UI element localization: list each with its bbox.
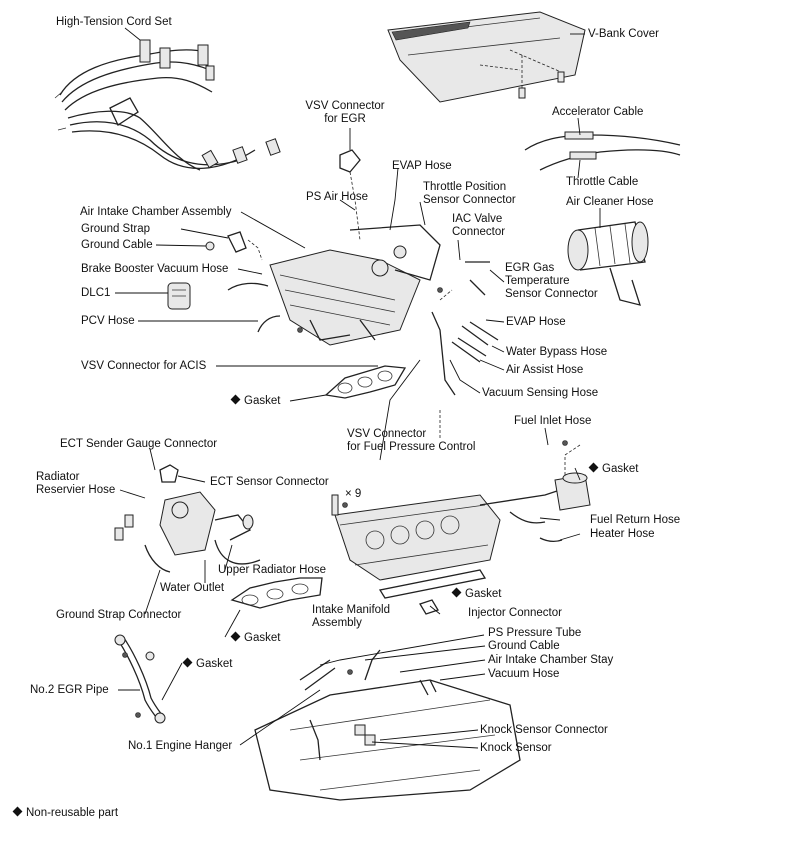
vsv-egr-drawing <box>339 149 361 241</box>
label-accelerator-cable: Accelerator Cable <box>552 106 644 118</box>
label-air-assist-hose: Air Assist Hose <box>506 364 584 376</box>
label-heater-hose: Heater Hose <box>590 528 655 540</box>
label-dlc1: DLC1 <box>81 287 111 299</box>
label-ground-cable-bottom: Ground Cable <box>488 640 560 652</box>
gasket-manifold-drawing <box>230 569 487 609</box>
label-radiator-reservier-hose: Radiator Reservier Hose <box>36 471 116 496</box>
pcv-hose-drawing <box>257 315 281 333</box>
label-knock-sensor: Knock Sensor <box>480 742 552 754</box>
leader-lines <box>115 27 601 749</box>
label-brake-booster-vacuum-hose: Brake Booster Vacuum Hose <box>81 263 229 275</box>
injector-connector-drawing <box>419 599 439 615</box>
label-air-intake-chamber-assembly: Air Intake Chamber Assembly <box>80 206 232 218</box>
intake-manifold-drawing <box>331 444 581 581</box>
label-ps-air-hose: PS Air Hose <box>306 191 368 203</box>
label-throttle-cable: Throttle Cable <box>566 176 639 188</box>
label-vsv-connector-acis: VSV Connector for ACIS <box>81 360 207 372</box>
throttle-cable-drawing <box>524 131 681 171</box>
non-reusable-diamond-icon <box>230 631 241 642</box>
label-ground-strap-connector: Ground Strap Connector <box>56 609 182 621</box>
label-evap-hose-top: EVAP Hose <box>392 160 452 172</box>
engine-block-drawing <box>254 649 521 801</box>
label-gasket-2: Gasket <box>588 462 639 476</box>
label-ect-sensor-connector: ECT Sensor Connector <box>210 476 329 488</box>
dlc1-drawing <box>167 282 191 310</box>
label-air-cleaner-hose: Air Cleaner Hose <box>566 196 654 208</box>
label-ect-sender-gauge-connector: ECT Sender Gauge Connector <box>60 438 218 450</box>
label-iac-valve-connector: IAC Valve Connector <box>452 213 506 238</box>
non-reusable-diamond-icon <box>451 587 462 598</box>
air-intake-chamber-drawing <box>269 224 441 346</box>
legend-text: Non-reusable part <box>26 807 119 819</box>
label-gasket-5: Gasket <box>182 657 233 671</box>
non-reusable-diamond-icon <box>588 462 599 473</box>
gasket-1-text: Gasket <box>244 395 281 407</box>
gasket-3-text: Gasket <box>465 588 502 600</box>
fuel-regulator-drawing <box>509 472 591 542</box>
non-reusable-diamond-icon <box>182 657 193 668</box>
bolts-drawing <box>122 287 568 718</box>
label-water-outlet: Water Outlet <box>160 582 225 594</box>
label-ground-strap: Ground Strap <box>81 223 151 235</box>
label-gasket-3: Gasket <box>451 587 502 601</box>
non-reusable-diamond-icon <box>230 394 241 405</box>
label-air-intake-chamber-stay: Air Intake Chamber Stay <box>488 654 614 666</box>
label-vacuum-sensing-hose: Vacuum Sensing Hose <box>482 387 599 399</box>
label-throttle-position-sensor-connector: Throttle Position Sensor Connector <box>423 181 516 206</box>
label-knock-sensor-connector: Knock Sensor Connector <box>480 724 608 736</box>
label-injector-connector: Injector Connector <box>468 607 562 619</box>
label-fuel-return-hose: Fuel Return Hose <box>590 514 681 526</box>
label-no1-engine-hanger: No.1 Engine Hanger <box>128 740 233 752</box>
label-upper-radiator-hose: Upper Radiator Hose <box>218 564 327 576</box>
air-cleaner-hose-drawing <box>567 221 649 306</box>
gasket-4-text: Gasket <box>244 632 281 644</box>
label-vsv-connector-fuel-pressure-control: VSV Connector for Fuel Pressure Control <box>347 428 476 453</box>
high-tension-cord-set-drawing <box>54 39 281 171</box>
label-evap-hose-right: EVAP Hose <box>506 316 566 328</box>
label-water-bypass-hose: Water Bypass Hose <box>506 346 608 358</box>
label-no2-egr-pipe: No.2 EGR Pipe <box>30 684 109 696</box>
legend-non-reusable-part: Non-reusable part <box>12 806 119 820</box>
gasket-1-drawing <box>324 365 407 399</box>
label-bolt-count: × 9 <box>345 488 362 500</box>
non-reusable-diamond-icon <box>12 806 23 817</box>
label-fuel-inlet-hose: Fuel Inlet Hose <box>514 415 592 427</box>
label-ground-cable-top: Ground Cable <box>81 239 153 251</box>
gasket-2-text: Gasket <box>602 463 639 475</box>
label-egr-gas-temperature-sensor-connector: EGR Gas Temperature Sensor Connector <box>505 262 598 300</box>
ground-strap-drawing <box>205 231 263 261</box>
label-ps-pressure-tube: PS Pressure Tube <box>488 627 582 639</box>
ect-area-drawing <box>114 464 261 573</box>
gasket-5-text: Gasket <box>196 658 233 670</box>
label-gasket-4: Gasket <box>230 631 281 645</box>
egr-pipe-drawing <box>114 634 166 724</box>
label-intake-manifold-assembly: Intake Manifold Assembly <box>312 604 390 629</box>
label-vsv-connector-egr: VSV Connector for EGR <box>305 100 385 125</box>
label-pcv-hose: PCV Hose <box>81 315 135 327</box>
brake-booster-hose-drawing <box>227 282 269 291</box>
label-v-bank-cover: V-Bank Cover <box>588 28 659 40</box>
v-bank-cover-drawing <box>387 11 586 103</box>
label-high-tension-cord-set: High-Tension Cord Set <box>56 16 172 28</box>
label-vacuum-hose: Vacuum Hose <box>488 668 560 680</box>
right-hoses-drawing <box>431 261 499 440</box>
label-gasket-1: Gasket <box>230 394 281 408</box>
